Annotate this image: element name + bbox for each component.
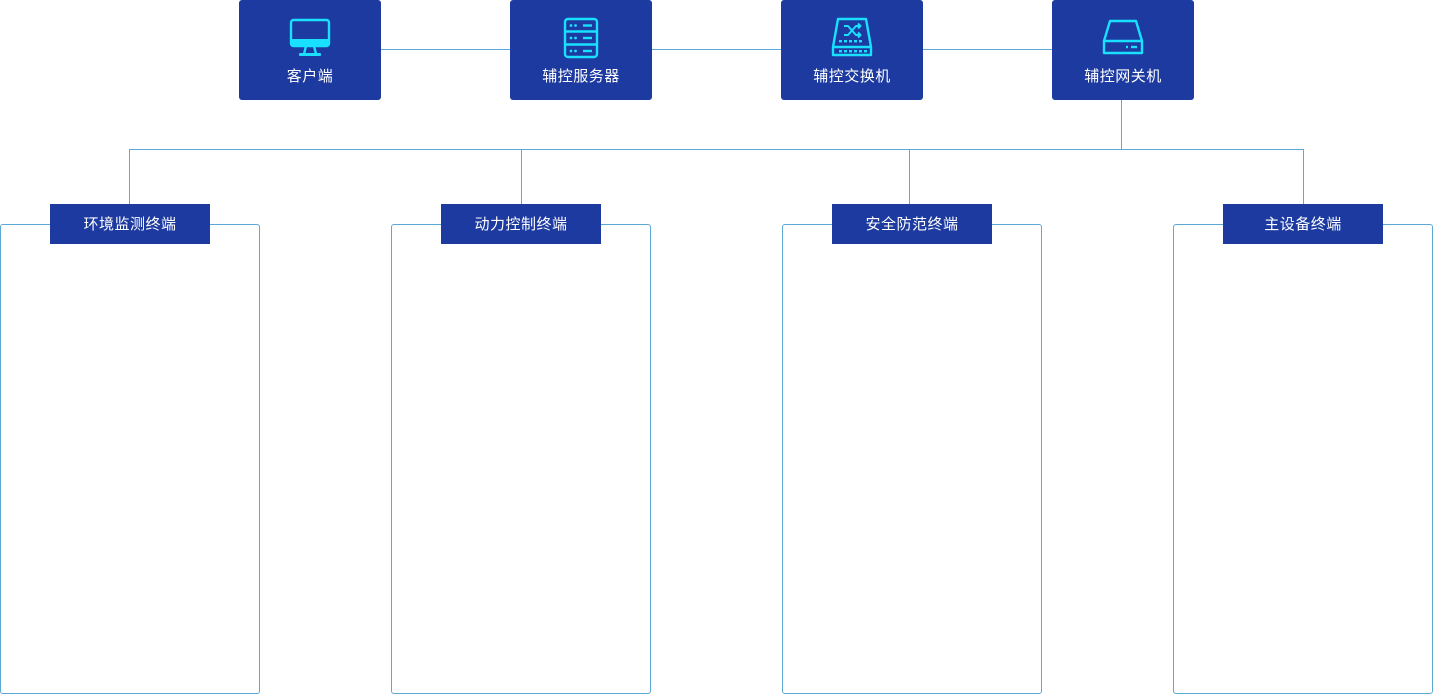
connector-drop-power (521, 149, 522, 204)
security-terminal-panel (782, 224, 1042, 694)
gateway-node[interactable]: 辅控网关机 (1052, 0, 1194, 100)
switch-node[interactable]: 辅控交换机 (781, 0, 923, 100)
connector-drop-main (1303, 149, 1304, 204)
connector-terminal-bus (129, 149, 1304, 150)
server-node[interactable]: 辅控服务器 (510, 0, 652, 100)
gateway-label: 辅控网关机 (1084, 67, 1162, 85)
connector-server-switch (652, 49, 781, 50)
client-label: 客户端 (286, 67, 334, 85)
connector-drop-env (129, 149, 130, 204)
server-label: 辅控服务器 (542, 67, 620, 85)
power-terminal-panel (391, 224, 651, 694)
connector-gateway-down (1121, 100, 1122, 149)
switch-icon (830, 17, 874, 59)
env-terminal-panel (0, 224, 260, 694)
connector-drop-security (909, 149, 910, 204)
client-node[interactable]: 客户端 (239, 0, 381, 100)
connector-switch-gateway (923, 49, 1052, 50)
env-terminal-label[interactable]: 环境监测终端 (50, 204, 210, 244)
connector-client-server (381, 49, 510, 50)
security-terminal-label[interactable]: 安全防范终端 (832, 204, 992, 244)
gateway-icon (1101, 17, 1145, 59)
main-equipment-terminal-label[interactable]: 主设备终端 (1223, 204, 1383, 244)
switch-label: 辅控交换机 (813, 67, 891, 85)
power-terminal-label[interactable]: 动力控制终端 (441, 204, 601, 244)
main-equipment-terminal-panel (1173, 224, 1433, 694)
monitor-icon (288, 17, 332, 59)
server-icon (559, 17, 603, 59)
